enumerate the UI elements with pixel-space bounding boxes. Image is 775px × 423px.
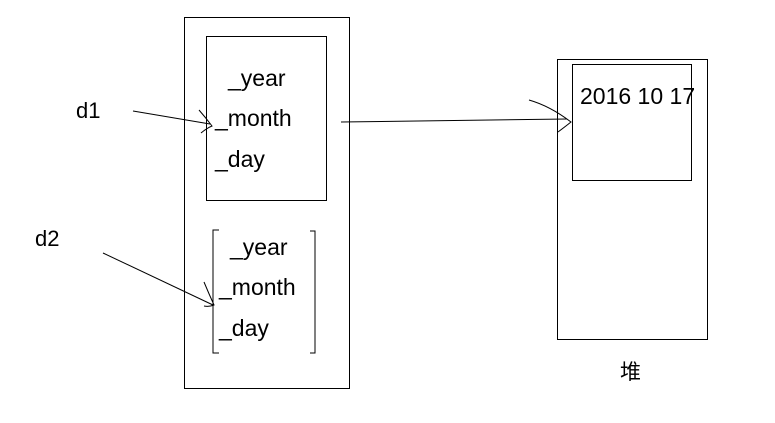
d2-label: d2 — [35, 226, 60, 251]
object-1-year-field: _year — [228, 65, 286, 91]
d2-pointer-arrowhead — [203, 281, 215, 307]
heap-box — [557, 59, 708, 340]
object-2-left-bracket — [212, 229, 219, 354]
d1-label: d1 — [76, 98, 101, 123]
object-1-day-field: _day — [215, 146, 265, 172]
object-2-year-field: _year — [230, 234, 288, 260]
heap-value-text: 2016 10 17 — [580, 83, 696, 109]
heap-label: 堆 — [620, 360, 641, 384]
heap-object-box — [572, 64, 692, 181]
reference-line — [340, 118, 568, 123]
d1-pointer-arrowhead — [198, 109, 213, 134]
object-1-month-field: _month — [215, 105, 292, 131]
object-2-month-field: _month — [219, 274, 296, 300]
stack-frame-box — [184, 17, 350, 389]
d2-pointer-line — [102, 252, 214, 306]
object-2-day-field: _day — [219, 315, 269, 341]
d1-pointer-line — [132, 110, 211, 125]
object-2-right-bracket — [310, 230, 316, 354]
reference-arrowhead — [528, 99, 572, 133]
